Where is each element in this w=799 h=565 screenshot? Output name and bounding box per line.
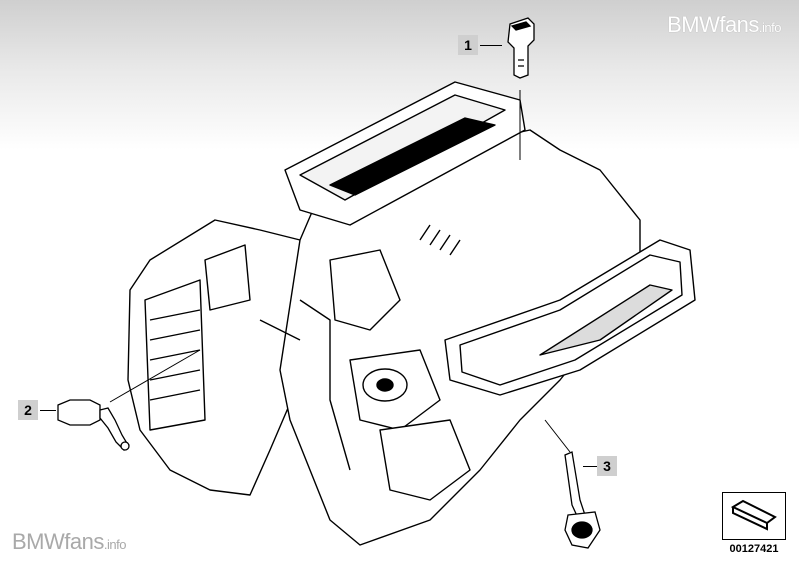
reference-symbol bbox=[722, 492, 786, 540]
part-3-actuator bbox=[564, 451, 601, 549]
watermark-bottom-suffix: .info bbox=[103, 537, 127, 552]
watermark-suffix: .info bbox=[758, 20, 782, 35]
part-2-sensor bbox=[57, 399, 130, 451]
reference-number: 00127421 bbox=[729, 543, 779, 555]
part-2-pointer bbox=[109, 349, 201, 403]
part-1-sensor bbox=[507, 17, 535, 79]
watermark-top: BMWfans.info bbox=[667, 12, 781, 38]
bracket-symbol-icon bbox=[730, 499, 777, 531]
watermark-bottom-brand: BMWfans bbox=[12, 529, 104, 554]
callout-2-leader bbox=[40, 410, 56, 411]
callout-2: 2 bbox=[18, 400, 38, 420]
watermark-bottom: BMWfans.info bbox=[12, 529, 126, 555]
callout-1-leader bbox=[480, 45, 502, 46]
callout-1: 1 bbox=[458, 35, 478, 55]
callout-3: 3 bbox=[597, 456, 617, 476]
part-3-pointer bbox=[544, 419, 571, 453]
watermark-brand: BMWfans bbox=[667, 12, 759, 37]
callout-3-leader bbox=[583, 466, 597, 467]
